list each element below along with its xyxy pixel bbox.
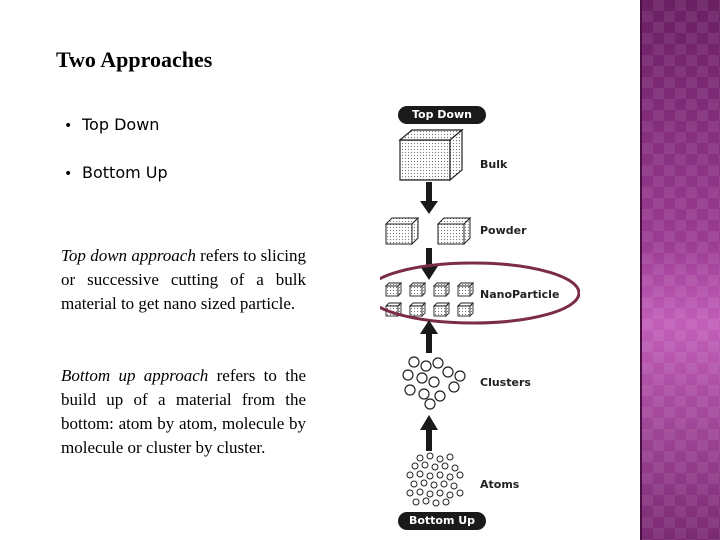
top-down-paragraph: Top down approach refers to slicing or s… (61, 244, 306, 316)
slide-title: Two Approaches (56, 47, 213, 72)
bottom-up-pill: Bottom Up (398, 512, 486, 530)
bulk-cube-icon (398, 128, 464, 182)
bullet-list: • Top Down • Bottom Up (64, 112, 168, 208)
bottom-up-paragraph: Bottom up approach refers to the build u… (61, 364, 306, 460)
bullet-item: • Bottom Up (64, 160, 168, 208)
diagram-graphics (380, 128, 580, 507)
stage-label-atoms: Atoms (480, 478, 520, 491)
atoms-icon (406, 452, 464, 507)
top-down-pill: Top Down (398, 106, 486, 124)
bullet-dot-icon: • (64, 166, 73, 182)
clusters-icon (402, 356, 466, 410)
arrow-up-icon (420, 415, 438, 451)
bullet-label: Bottom Up (82, 163, 168, 182)
paragraph-text: refers to slicing or successive cutting … (61, 246, 306, 313)
stage-label-clusters: Clusters (480, 376, 531, 389)
highlight-ellipse (380, 261, 580, 325)
paragraph-term: Top down approach (61, 246, 196, 265)
stage-label-powder: Powder (480, 224, 527, 237)
side-band-edge (640, 0, 642, 540)
powder-cubes-icon (384, 216, 472, 246)
paragraph-text: refers to the build up of a material fro… (61, 366, 306, 457)
bullet-dot-icon: • (64, 118, 73, 134)
nanoparticle-cubes-icon (384, 281, 475, 318)
arrow-up-icon (420, 320, 438, 353)
approach-diagram: Top Down Bottom Up Bulk Powder NanoParti… (380, 100, 580, 535)
bullet-item: • Top Down (64, 112, 168, 160)
stage-label-nanoparticle: NanoParticle (480, 288, 560, 301)
arrow-down-icon (420, 182, 438, 214)
decorative-side-band (642, 0, 720, 540)
stage-label-bulk: Bulk (480, 158, 508, 171)
bullet-label: Top Down (82, 115, 160, 134)
arrow-down-icon (420, 248, 438, 280)
paragraph-term: Bottom up approach (61, 366, 209, 385)
